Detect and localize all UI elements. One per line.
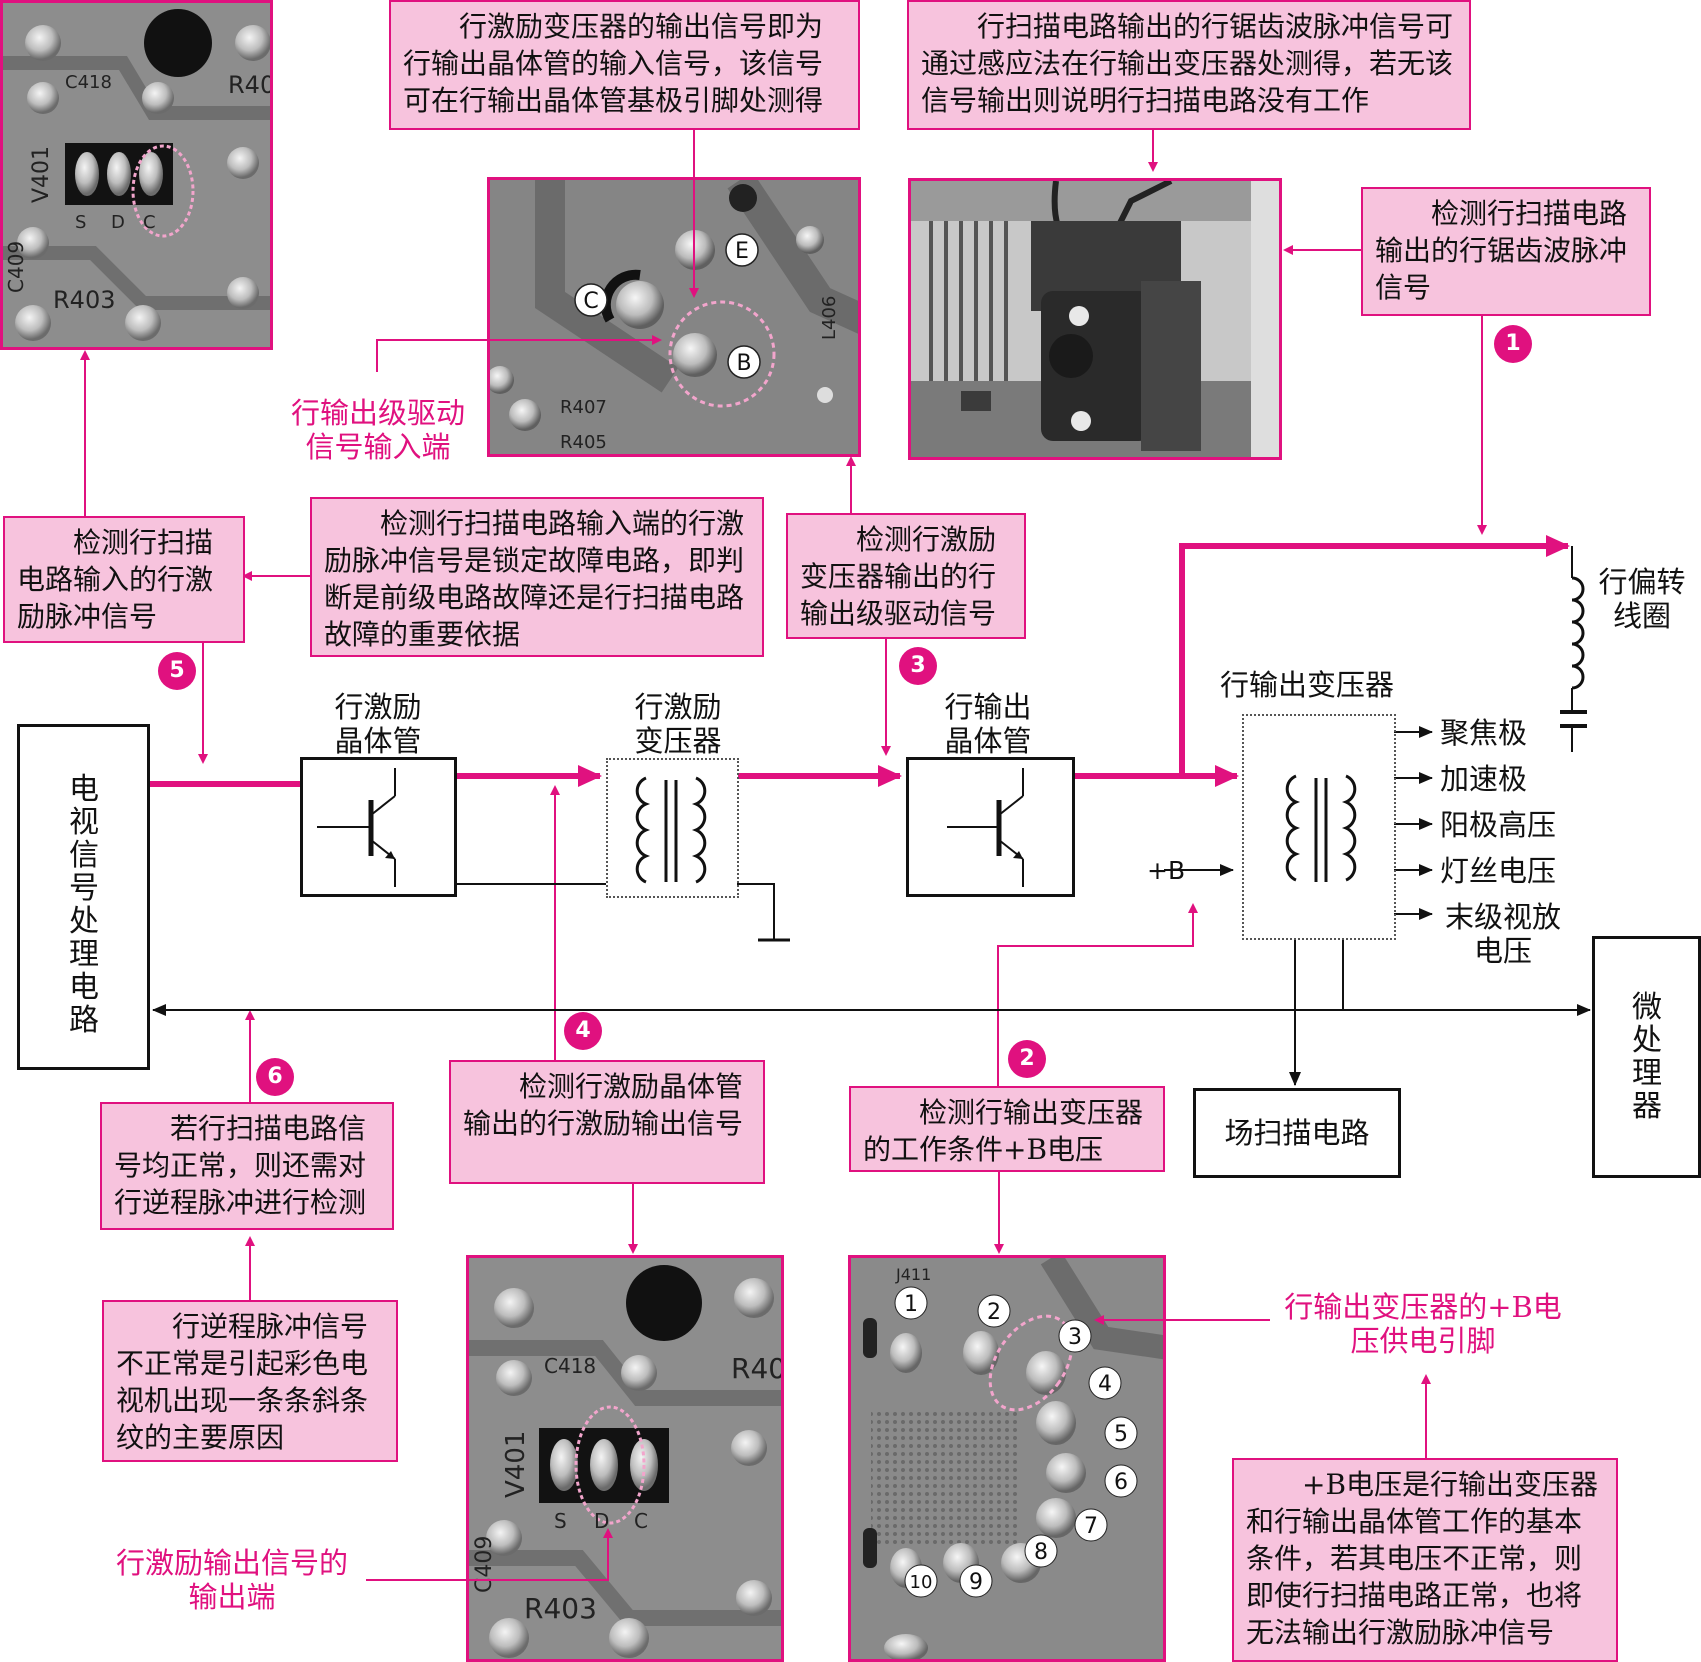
svg-text:D: D bbox=[111, 212, 125, 233]
svg-text:6: 6 bbox=[1114, 1470, 1128, 1495]
note-flyback-warning: 行逆程脉冲信号不正常是引起彩色电视机出现一条条斜条纹的主要原因 bbox=[102, 1300, 398, 1462]
step-badge-5: 5 bbox=[158, 652, 196, 690]
pcb-driver-top-image: C418 R40 V401 S D C R403 C409 bbox=[3, 3, 273, 347]
svg-text:C: C bbox=[634, 1509, 648, 1533]
svg-text:L406: L406 bbox=[819, 296, 840, 340]
driver-transistor-label: 行激励晶体管 bbox=[334, 690, 422, 758]
svg-text:9: 9 bbox=[969, 1570, 983, 1595]
svg-text:R407: R407 bbox=[560, 397, 607, 418]
field-scan-block: 场扫描电路 bbox=[1193, 1088, 1401, 1178]
label-driver-output: 行激励输出信号的输出端 bbox=[115, 1546, 348, 1614]
output-transformer-block bbox=[1242, 714, 1396, 940]
note-middle-left: 检测行扫描电路输入端的行激励脉冲信号是锁定故障电路，即判断是前级电路故障还是行扫… bbox=[310, 497, 764, 657]
note-step5: 检测行扫描电路输入的行激励脉冲信号 bbox=[3, 516, 245, 643]
fbt-output-focus: 聚焦极 bbox=[1440, 716, 1528, 750]
note-step2: 检测行输出变压器的工作条件+B电压 bbox=[849, 1086, 1165, 1172]
svg-text:R403: R403 bbox=[524, 1592, 597, 1625]
photo-pcb-fbt-pins: J411 1 2 3 4 5 6 7 8 9 10 bbox=[848, 1255, 1166, 1662]
label-drive-input: 行输出级驱动信号输入端 bbox=[290, 396, 465, 464]
label-fbt-pin: 行输出变压器的+B电压供电引脚 bbox=[1284, 1290, 1562, 1358]
svg-text:J411: J411 bbox=[895, 1265, 931, 1284]
note-step4: 检测行激励晶体管输出的行激励输出信号 bbox=[449, 1060, 765, 1184]
photo-flyback-transformer bbox=[908, 178, 1282, 460]
note-step3: 检测行激励变压器输出的行输出级驱动信号 bbox=[786, 513, 1026, 639]
photo-pcb-output-transistor: E C B R407 R405 L406 bbox=[487, 177, 861, 457]
svg-text:S: S bbox=[554, 1509, 567, 1533]
svg-text:C418: C418 bbox=[544, 1354, 596, 1378]
step-badge-4: 4 bbox=[564, 1012, 602, 1050]
note-top-center: 行激励变压器的输出信号即为行输出晶体管的输入信号，该信号可在行输出晶体管基极引脚… bbox=[389, 0, 860, 130]
svg-text:8: 8 bbox=[1034, 1540, 1048, 1565]
driver-transistor-block bbox=[300, 757, 457, 897]
fbt-output-screen: 加速极 bbox=[1440, 762, 1528, 796]
output-transistor-label: 行输出晶体管 bbox=[944, 690, 1032, 758]
svg-text:R40: R40 bbox=[731, 1352, 784, 1385]
svg-text:1: 1 bbox=[904, 1292, 918, 1317]
driver-transformer-label: 行激励变压器 bbox=[634, 690, 722, 758]
tv-signal-processing-block: 电视信号处理电路 bbox=[17, 724, 150, 1070]
microprocessor-label: 微处理器 bbox=[1632, 990, 1662, 1124]
output-transistor-block bbox=[906, 757, 1075, 897]
note-step6: 若行扫描电路信号均正常，则还需对行逆程脉冲进行检测 bbox=[100, 1102, 394, 1230]
note-top-right: 行扫描电路输出的行锯齿波脉冲信号可通过感应法在行输出变压器处测得，若无该信号输出… bbox=[907, 0, 1471, 130]
field-scan-label: 场扫描电路 bbox=[1224, 1116, 1370, 1150]
photo-pcb-driver-bottom: C418 R40 V401 S D C R403 C409 bbox=[466, 1255, 784, 1662]
svg-text:5: 5 bbox=[1114, 1422, 1128, 1447]
pcb-transistor-image: E C B R407 R405 L406 bbox=[490, 180, 858, 454]
svg-text:V401: V401 bbox=[29, 146, 54, 203]
note-b-plus: +B电压是行输出变压器和行输出晶体管工作的基本条件，若其电压不正常，则即使行扫描… bbox=[1232, 1458, 1618, 1662]
svg-text:R405: R405 bbox=[560, 432, 607, 453]
pcb-driver-bottom-image: C418 R40 V401 S D C R403 C409 bbox=[469, 1258, 784, 1659]
svg-text:C418: C418 bbox=[65, 72, 112, 93]
transformer-symbol bbox=[635, 776, 707, 884]
step-badge-2: 2 bbox=[1008, 1040, 1046, 1078]
svg-text:D: D bbox=[594, 1509, 609, 1533]
fbt-output-anode: 阳极高压 bbox=[1440, 808, 1557, 842]
photo-pcb-driver-top: C418 R40 V401 S D C R403 C409 bbox=[0, 0, 273, 350]
svg-text:R403: R403 bbox=[53, 286, 115, 314]
svg-text:R40: R40 bbox=[228, 71, 273, 99]
svg-text:3: 3 bbox=[1068, 1325, 1082, 1350]
fbt-output-video-amp: 末级视放电压 bbox=[1444, 900, 1561, 968]
svg-text:B: B bbox=[736, 351, 751, 376]
b-plus-label: +B bbox=[1147, 856, 1186, 885]
svg-text:E: E bbox=[735, 239, 749, 264]
step-badge-3: 3 bbox=[899, 647, 937, 685]
transistor-symbol bbox=[317, 768, 396, 887]
step-badge-1: 1 bbox=[1494, 325, 1532, 363]
step-badge-6: 6 bbox=[256, 1058, 294, 1096]
svg-text:C409: C409 bbox=[472, 1536, 497, 1593]
output-transformer-label: 行输出变压器 bbox=[1220, 668, 1395, 702]
svg-text:C409: C409 bbox=[4, 241, 28, 293]
flyback-transformer-symbol bbox=[1285, 774, 1357, 882]
svg-text:C: C bbox=[583, 289, 598, 314]
microprocessor-block: 微处理器 bbox=[1592, 936, 1701, 1178]
driver-transformer-block bbox=[606, 758, 739, 898]
transistor-symbol-output bbox=[947, 768, 1024, 887]
svg-text:C: C bbox=[143, 212, 156, 233]
flyback-chassis-image bbox=[911, 181, 1279, 457]
svg-text:V401: V401 bbox=[501, 1431, 531, 1498]
svg-text:4: 4 bbox=[1098, 1372, 1112, 1397]
pcb-fbt-image: J411 1 2 3 4 5 6 7 8 9 10 bbox=[851, 1258, 1163, 1659]
note-step1: 检测行扫描电路输出的行锯齿波脉冲信号 bbox=[1361, 187, 1651, 316]
tv-signal-processing-label: 电视信号处理电路 bbox=[69, 772, 99, 1038]
svg-text:2: 2 bbox=[987, 1300, 1001, 1325]
svg-text:7: 7 bbox=[1084, 1514, 1098, 1539]
svg-text:10: 10 bbox=[910, 1572, 933, 1593]
svg-text:S: S bbox=[75, 212, 86, 233]
deflection-coil-label: 行偏转线圈 bbox=[1598, 565, 1686, 633]
fbt-output-heater: 灯丝电压 bbox=[1440, 854, 1557, 888]
